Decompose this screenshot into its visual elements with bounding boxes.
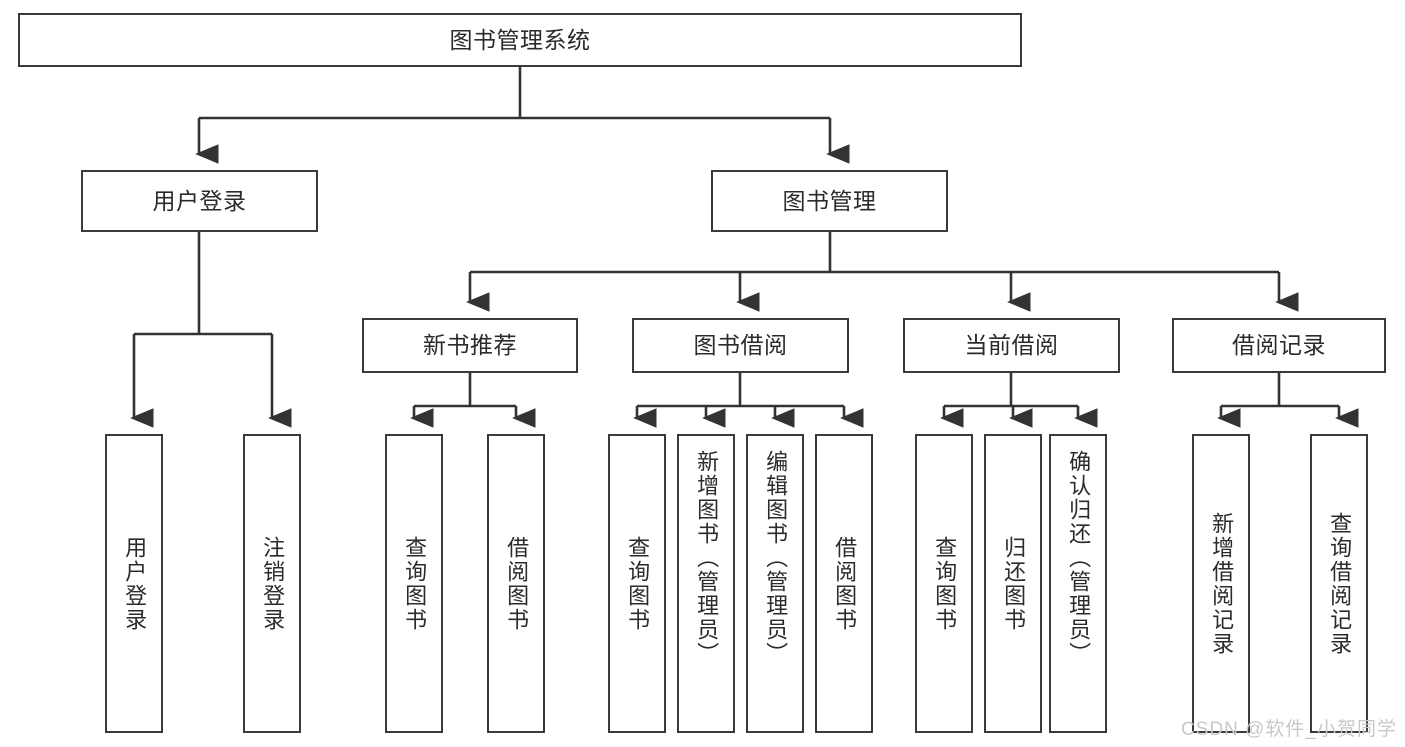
node-book-borrow-label: 图书借阅 (693, 332, 788, 359)
node-leaf-query-book-3-label: 查询图书 (932, 535, 958, 632)
node-leaf-query-record[interactable]: 查询借阅记录 (1310, 434, 1368, 733)
watermark-text: CSDN @软件_小贺同学 (1181, 719, 1397, 740)
node-leaf-add-record[interactable]: 新增借阅记录 (1192, 434, 1250, 733)
node-leaf-user-login[interactable]: 用户登录 (105, 434, 163, 733)
node-leaf-borrow-book-1[interactable]: 借阅图书 (487, 434, 545, 733)
node-leaf-add-book-label: 新增图书（管理员） (694, 450, 720, 666)
node-leaf-edit-book[interactable]: 编辑图书（管理员） (746, 434, 804, 733)
node-leaf-add-record-label: 新增借阅记录 (1209, 511, 1235, 656)
node-leaf-query-book-1[interactable]: 查询图书 (385, 434, 443, 733)
node-user-login-label: 用户登录 (152, 187, 247, 214)
node-leaf-borrow-book-1-label: 借阅图书 (504, 535, 530, 632)
node-borrow-record[interactable]: 借阅记录 (1172, 318, 1386, 373)
node-leaf-borrow-book-2[interactable]: 借阅图书 (815, 434, 873, 733)
node-leaf-query-book-1-label: 查询图书 (402, 535, 428, 632)
node-root-label: 图书管理系统 (449, 26, 591, 53)
node-leaf-logout[interactable]: 注销登录 (243, 434, 301, 733)
node-leaf-query-book-2-label: 查询图书 (625, 535, 651, 632)
node-leaf-add-book[interactable]: 新增图书（管理员） (677, 434, 735, 733)
node-book-borrow[interactable]: 图书借阅 (632, 318, 849, 373)
node-book-manage-label: 图书管理 (782, 187, 877, 214)
node-borrow-record-label: 借阅记录 (1232, 332, 1326, 359)
node-root[interactable]: 图书管理系统 (18, 13, 1022, 67)
node-leaf-confirm-return-label: 确认归还（管理员） (1066, 450, 1092, 666)
node-current-borrow-label: 当前借阅 (964, 332, 1059, 359)
node-leaf-logout-label: 注销登录 (260, 535, 286, 632)
node-leaf-confirm-return[interactable]: 确认归还（管理员） (1049, 434, 1107, 733)
node-new-book-recommend-label: 新书推荐 (423, 332, 517, 359)
node-leaf-edit-book-label: 编辑图书（管理员） (763, 450, 789, 666)
node-current-borrow[interactable]: 当前借阅 (903, 318, 1120, 373)
node-leaf-query-record-label: 查询借阅记录 (1327, 511, 1353, 656)
node-leaf-query-book-3[interactable]: 查询图书 (915, 434, 973, 733)
node-user-login[interactable]: 用户登录 (81, 170, 318, 232)
node-leaf-borrow-book-2-label: 借阅图书 (832, 535, 858, 632)
node-book-manage[interactable]: 图书管理 (711, 170, 948, 232)
node-leaf-user-login-label: 用户登录 (122, 535, 148, 632)
node-leaf-return-book[interactable]: 归还图书 (984, 434, 1042, 733)
node-new-book-recommend[interactable]: 新书推荐 (362, 318, 578, 373)
node-leaf-return-book-label: 归还图书 (1001, 535, 1027, 632)
node-leaf-query-book-2[interactable]: 查询图书 (608, 434, 666, 733)
